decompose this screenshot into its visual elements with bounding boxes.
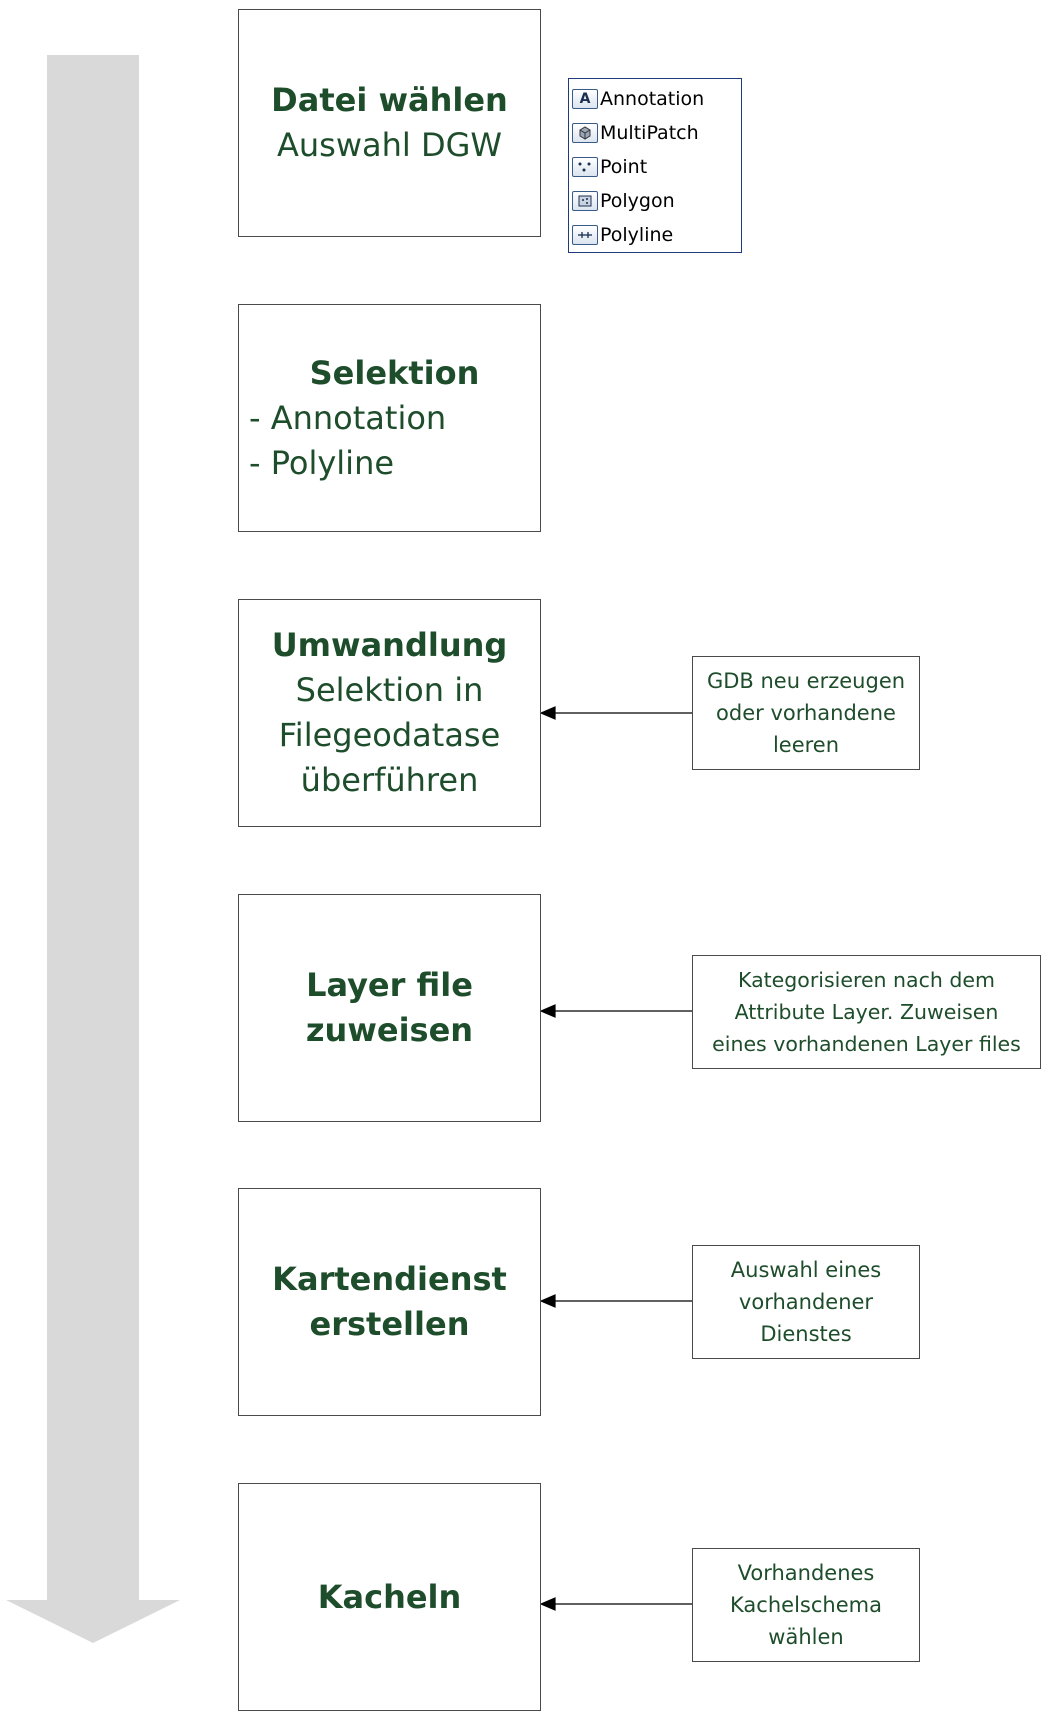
note-text: leeren bbox=[772, 733, 840, 757]
note-kategorisieren: Kategorisieren nach dem Attribute Layer.… bbox=[692, 955, 1041, 1069]
step-text: - Polyline bbox=[249, 443, 395, 482]
multipatch-icon bbox=[572, 123, 598, 143]
legend-label: Annotation bbox=[600, 88, 705, 110]
note-text: Vorhandenes bbox=[737, 1561, 875, 1585]
step-text: erstellen bbox=[309, 1305, 470, 1343]
polyline-icon bbox=[572, 225, 598, 245]
legend-label: Polyline bbox=[600, 224, 674, 246]
note-text: GDB neu erzeugen bbox=[706, 669, 906, 693]
step-title: Kacheln bbox=[317, 1577, 462, 1616]
note-text: wählen bbox=[768, 1625, 844, 1649]
legend-item-polyline: Polyline bbox=[572, 218, 741, 252]
note-text: Kategorisieren nach dem bbox=[738, 968, 995, 992]
note-dienst: Auswahl eines vorhandener Dienstes bbox=[692, 1245, 920, 1359]
note-text: Auswahl eines bbox=[730, 1258, 882, 1282]
note-text: Dienstes bbox=[760, 1322, 852, 1346]
note-text: Attribute Layer. Zuweisen bbox=[734, 1000, 999, 1024]
step-title: Umwandlung bbox=[271, 626, 508, 664]
legend-item-multipatch: MultiPatch bbox=[572, 116, 741, 150]
step-text: zuweisen bbox=[305, 1011, 474, 1049]
connector-arrowhead-1 bbox=[539, 706, 556, 720]
step-title: Kartendienst bbox=[272, 1260, 507, 1298]
step-text: - Annotation bbox=[249, 398, 447, 437]
legend-item-point: Point bbox=[572, 150, 741, 184]
legend-label: Point bbox=[600, 156, 648, 178]
note-gdb: GDB neu erzeugen oder vorhandene leeren bbox=[692, 656, 920, 770]
note-kachelschema: Vorhandenes Kachelschema wählen bbox=[692, 1548, 920, 1662]
legend-item-polygon: Polygon bbox=[572, 184, 741, 218]
step-title: Layer file bbox=[306, 966, 473, 1004]
note-text: oder vorhandene bbox=[716, 701, 896, 725]
step-text: Filegeodatase bbox=[278, 716, 501, 754]
legend-item-annotation: A Annotation bbox=[572, 82, 741, 116]
note-text: vorhandener bbox=[738, 1290, 874, 1314]
polygon-icon bbox=[572, 191, 598, 211]
connector-arrowhead-4 bbox=[539, 1597, 556, 1611]
legend-label: MultiPatch bbox=[600, 122, 699, 144]
step-box-kacheln: Kacheln bbox=[238, 1483, 541, 1711]
note-text: eines vorhandenen Layer files bbox=[712, 1032, 1021, 1056]
step-box-datei-waehlen: Datei wählen Auswahl DGW bbox=[238, 9, 541, 237]
step-text: Auswahl DGW bbox=[276, 126, 503, 164]
connector-arrowhead-3 bbox=[539, 1294, 556, 1308]
step-title: Selektion bbox=[309, 353, 480, 392]
step-box-kartendienst: Kartendienst erstellen bbox=[238, 1188, 541, 1416]
step-box-layer-file: Layer file zuweisen bbox=[238, 894, 541, 1122]
process-flow-arrow bbox=[6, 55, 180, 1643]
step-text: Selektion in bbox=[295, 671, 484, 709]
step-text: überführen bbox=[300, 761, 479, 799]
step-box-umwandlung: Umwandlung Selektion in Filegeodatase üb… bbox=[238, 599, 541, 827]
note-text: Kachelschema bbox=[730, 1593, 882, 1617]
annotation-icon: A bbox=[572, 89, 598, 109]
point-icon bbox=[572, 157, 598, 177]
geometry-type-legend: A Annotation MultiPatch Point Polygon Po… bbox=[568, 78, 742, 253]
step-box-selektion: Selektion - Annotation - Polyline bbox=[238, 304, 541, 532]
legend-label: Polygon bbox=[600, 190, 675, 212]
connector-arrowhead-2 bbox=[539, 1004, 556, 1018]
step-title: Datei wählen bbox=[271, 81, 508, 119]
